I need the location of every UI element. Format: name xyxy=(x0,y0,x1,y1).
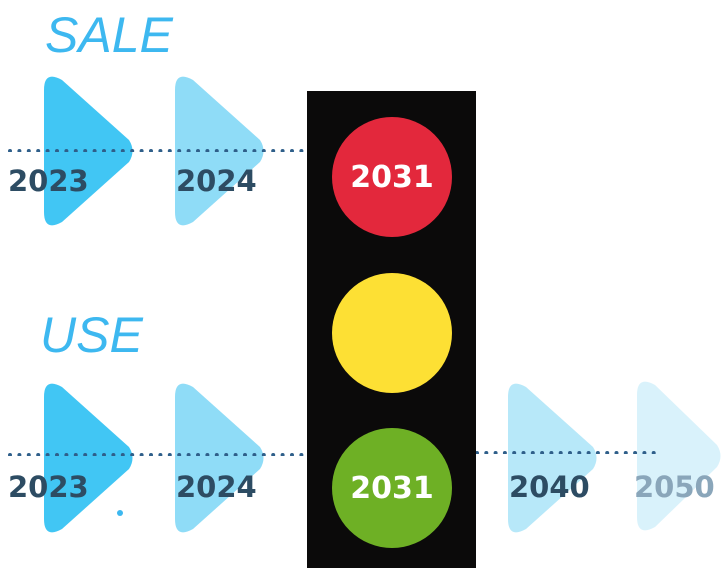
use-year-2024: 2024 xyxy=(176,470,257,504)
sale-timeline-line xyxy=(8,149,308,152)
yellow-light xyxy=(332,273,452,393)
use-timeline-line-left xyxy=(8,453,308,456)
use-year-2040: 2040 xyxy=(509,470,590,504)
use-arrow-2023 xyxy=(44,383,133,533)
use-year-2050: 2050 xyxy=(634,470,715,504)
use-heading: USE xyxy=(40,307,143,363)
sale-year-2024: 2024 xyxy=(176,164,257,198)
decorative-dot xyxy=(117,510,123,516)
sale-heading: SALE xyxy=(45,7,173,63)
use-arrow-2024 xyxy=(175,383,264,533)
green-light: 2031 xyxy=(332,428,452,548)
use-arrow-2040 xyxy=(508,383,597,533)
use-arrow-2050 xyxy=(637,381,721,531)
sale-year-2023: 2023 xyxy=(8,164,89,198)
sale-arrow-2024 xyxy=(175,76,264,226)
use-year-2023: 2023 xyxy=(8,470,89,504)
red-light-label: 2031 xyxy=(350,159,434,195)
green-light-label: 2031 xyxy=(350,470,434,506)
use-timeline-line-right xyxy=(475,451,665,454)
sale-arrow-2023 xyxy=(44,76,133,226)
red-light: 2031 xyxy=(332,117,452,237)
